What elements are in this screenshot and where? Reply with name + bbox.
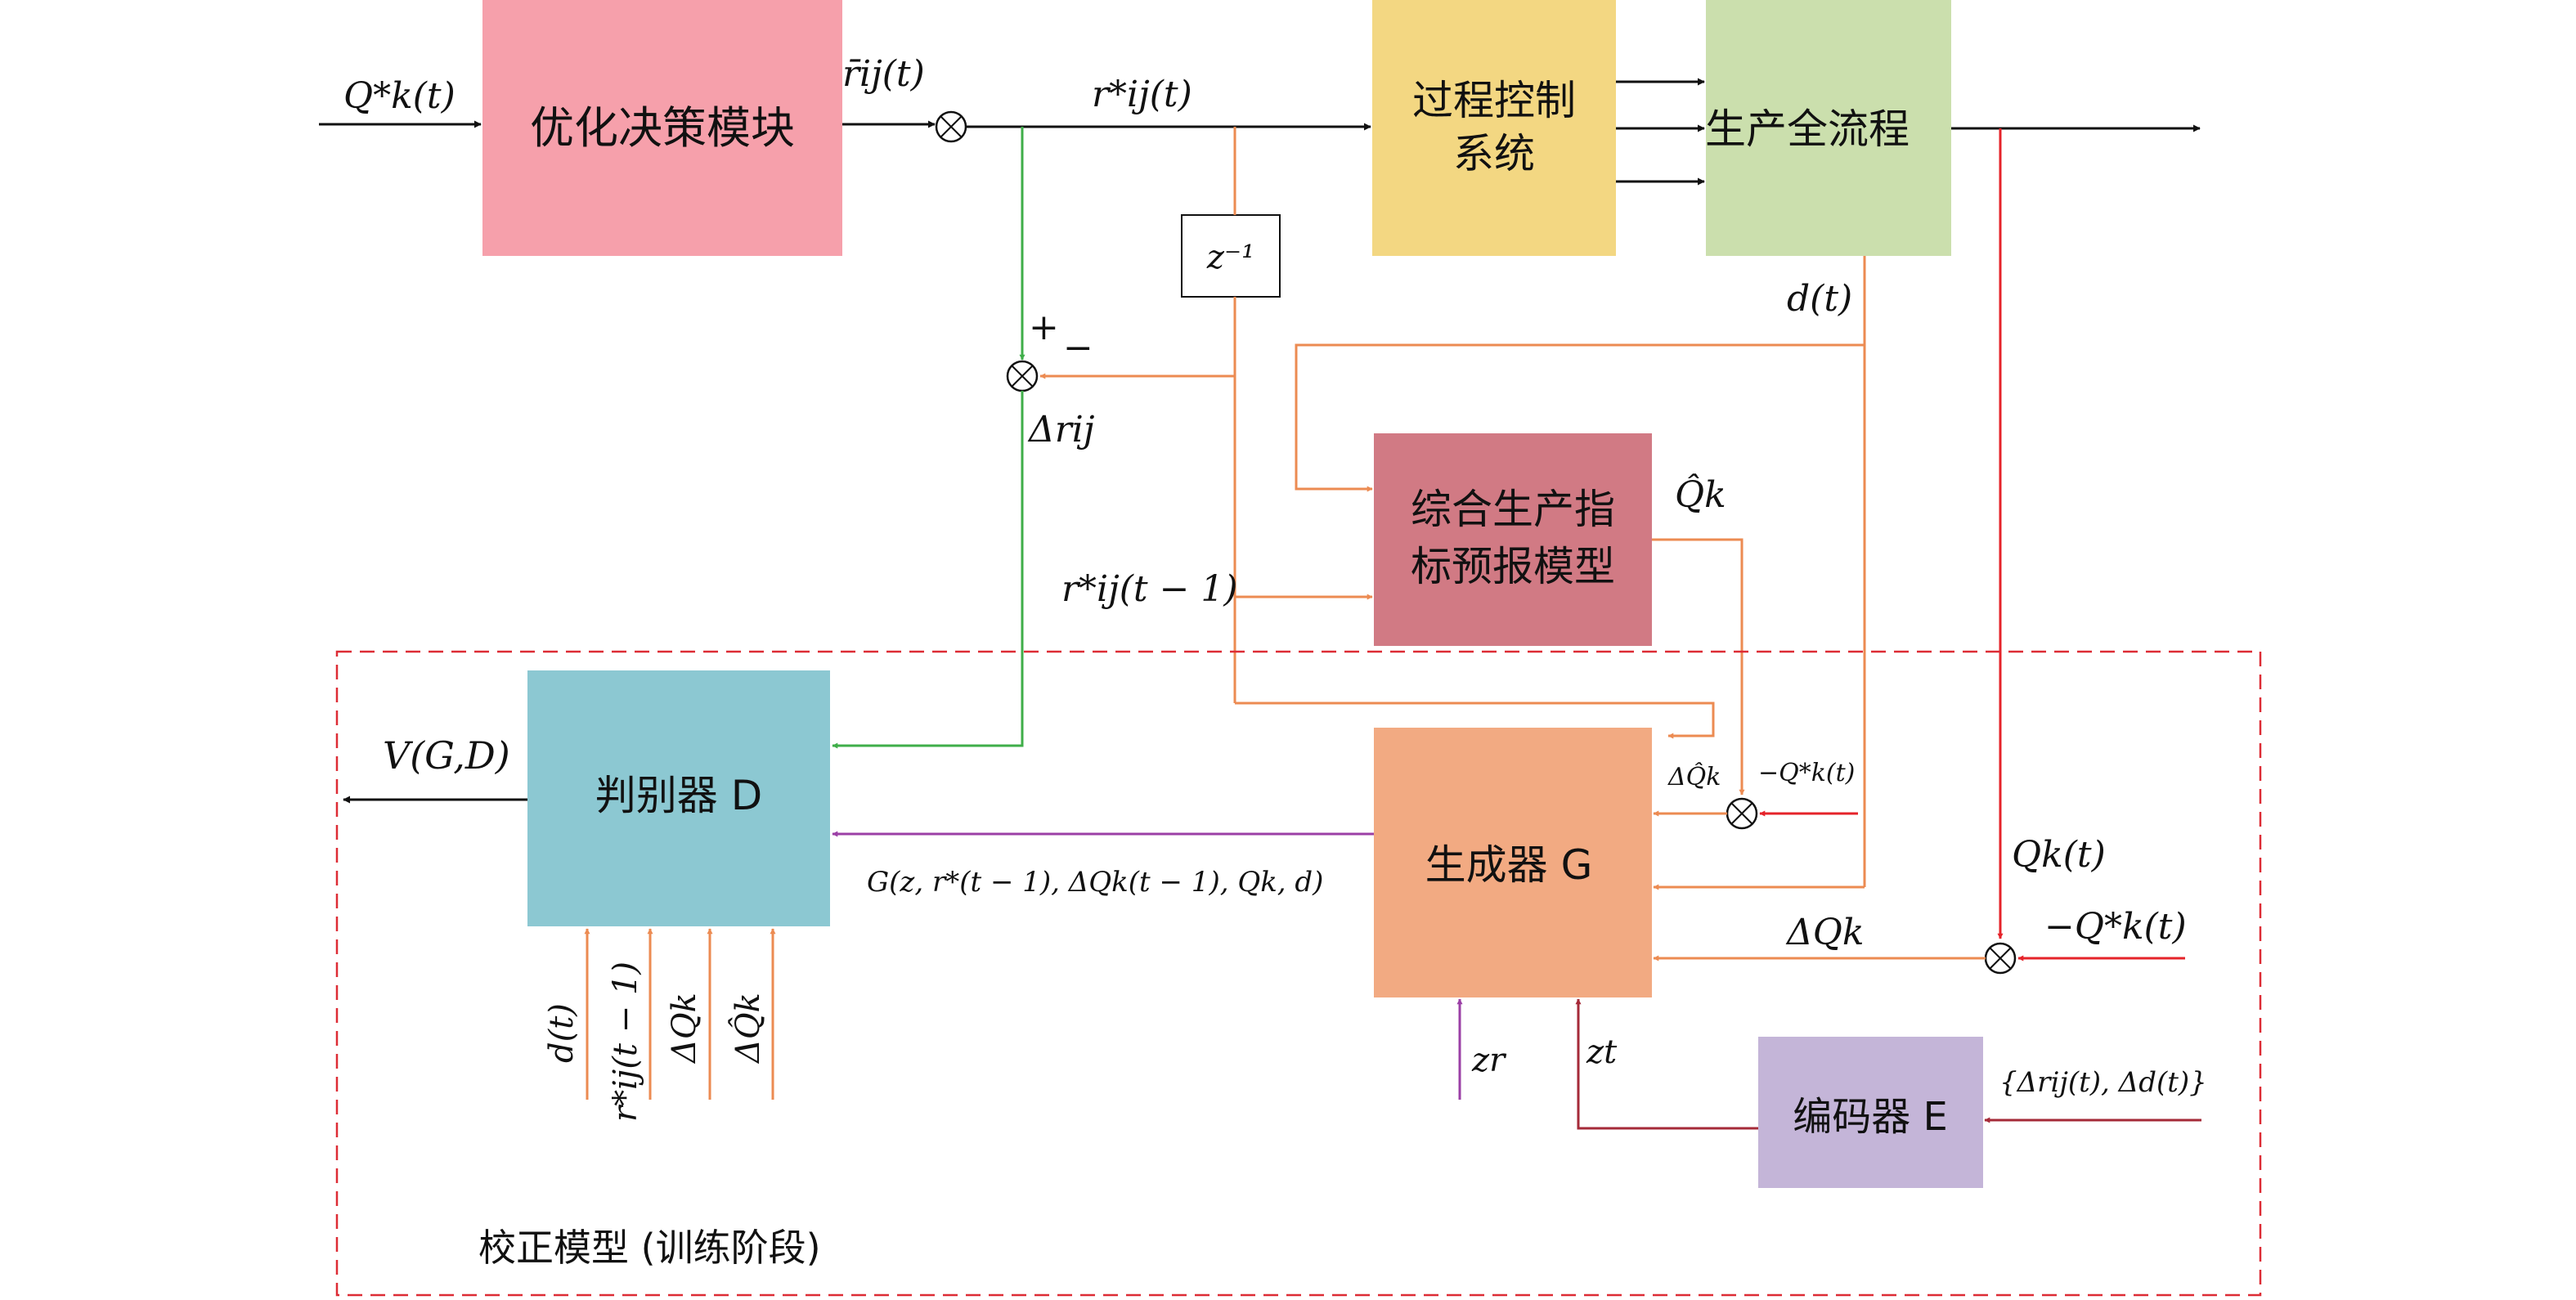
calibration-model-region [335, 650, 2262, 1297]
summing-junction-qhat-x2 [1730, 802, 1753, 825]
d-to-forecast-arrow [1295, 343, 1865, 492]
disc-input-label-2: r*ij(t − 1) [607, 962, 644, 1122]
delta-r-label: Δrij [1027, 409, 1095, 451]
encoder-input-label: {Δrij(t), Δd(t)} [1999, 1066, 2207, 1099]
disc-input-label-1: d(t) [543, 1003, 581, 1063]
generator-block [1374, 728, 1652, 997]
production-process-block [1706, 0, 1951, 256]
q-hat-label: Q̂k [1675, 473, 1726, 516]
process-control-label-line2: 系统 [1453, 130, 1535, 177]
process-control-block [1372, 0, 1616, 256]
neg-q-star-small-label: −Q*k(t) [1758, 759, 1855, 787]
delta-q-label: ΔQk [1785, 912, 1865, 953]
encoder-block [1758, 1037, 1983, 1188]
delay-label: z⁻¹ [1206, 239, 1254, 276]
generator-label: 生成器 G [1425, 841, 1593, 889]
z-t-label: zt [1586, 1033, 1618, 1071]
neg-q-star-label: −Q*k(t) [2044, 906, 2187, 948]
minus-sign: − [1063, 327, 1093, 369]
q-star-input-label: Q*k(t) [343, 75, 456, 117]
r-star-prev-label: r*ij(t − 1) [1061, 568, 1238, 610]
generator-output-label: G(z, r*(t − 1), ΔQk(t − 1), Qk, d) [867, 866, 1323, 899]
production-process-label: 生产全流程 [1705, 105, 1910, 153]
forecast-model-label-line1: 综合生产指 [1411, 486, 1615, 533]
q-k-label: Qk(t) [2012, 834, 2106, 876]
plus-sign: + [1029, 307, 1059, 348]
forecast-model-label-line2: 标预报模型 [1411, 543, 1615, 590]
disc-input-label-4: ΔQ̂k [729, 993, 767, 1065]
q-hat-down-arrow [1652, 538, 1745, 796]
delta-r-to-discriminator-arrow [832, 391, 1024, 749]
forecast-model-block [1374, 433, 1652, 646]
summing-junction-top-x2 [940, 115, 963, 138]
z-r-label: zr [1471, 1042, 1507, 1079]
r-star-label: r*ij(t) [1092, 74, 1192, 115]
summing-junction-diff-x2 [1011, 365, 1034, 388]
optimization-block-label: 优化决策模块 [530, 102, 795, 154]
encoder-label: 编码器 E [1793, 1094, 1948, 1140]
r-prev-to-generator-arrow [1235, 702, 1715, 739]
disc-input-label-3: ΔQk [666, 993, 703, 1065]
summing-junction-q-x2 [1989, 947, 2012, 970]
r-bar-label: r̄ij(t) [842, 53, 925, 95]
discriminator-block [527, 670, 830, 926]
encoder-to-generator-arrow [1575, 998, 1758, 1130]
discriminator-label: 判别器 D [595, 772, 762, 819]
v-gd-label: V(G,D) [383, 733, 510, 778]
calibration-model-region-label: 校正模型 (训练阶段) [478, 1226, 821, 1270]
delay-block [1181, 214, 1281, 298]
process-control-label-line1: 过程控制 [1412, 77, 1576, 124]
d-t-label: d(t) [1787, 278, 1852, 320]
delta-q-hat-small-label: ΔQ̂k [1667, 763, 1721, 791]
optimization-block [482, 0, 842, 256]
